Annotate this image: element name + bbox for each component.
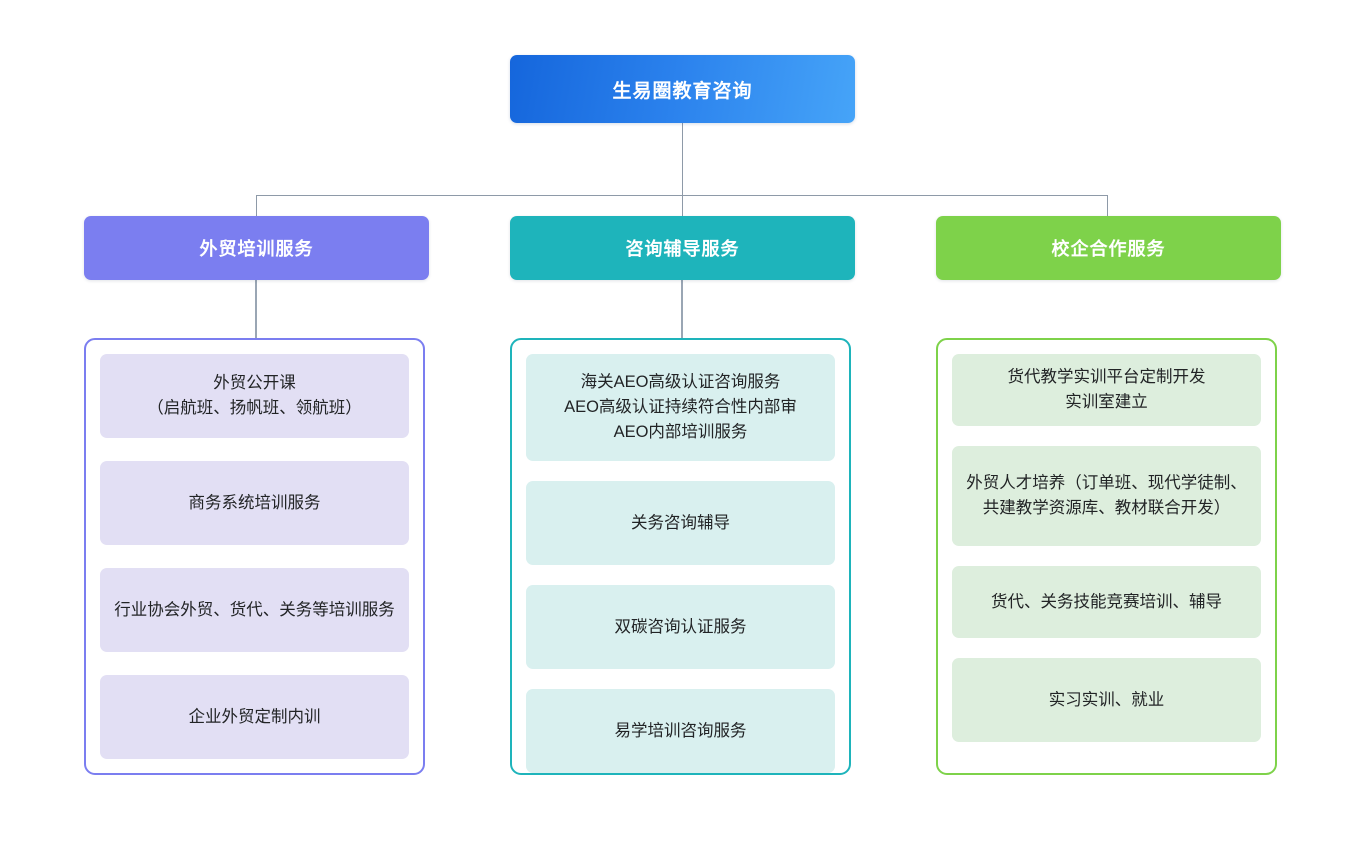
service-card[interactable]: 易学培训咨询服务 — [526, 689, 835, 773]
branch-header-3-label: 校企合作服务 — [1051, 239, 1166, 259]
connector-drop-branch-3 — [1107, 195, 1108, 217]
branch-column-2: 咨询辅导服务 — [510, 216, 855, 280]
service-card[interactable]: 货代教学实训平台定制开发 实训室建立 — [952, 354, 1261, 426]
branch-header-1-label: 外贸培训服务 — [199, 239, 314, 259]
service-card[interactable]: 企业外贸定制内训 — [100, 675, 409, 759]
connector-drop-branch-2 — [682, 195, 683, 217]
branch-panel-3: 货代教学实训平台定制开发 实训室建立 外贸人才培养（订单班、现代学徒制、共建教学… — [936, 338, 1277, 775]
connector-stub-branch-2 — [681, 280, 683, 338]
connector-drop-branch-1 — [256, 195, 257, 217]
service-card[interactable]: 外贸人才培养（订单班、现代学徒制、共建教学资源库、教材联合开发） — [952, 446, 1261, 546]
service-card[interactable]: 外贸公开课 （启航班、扬帆班、领航班） — [100, 354, 409, 438]
branch-panel-2: 海关AEO高级认证咨询服务 AEO高级认证持续符合性内部审 AEO内部培训服务 … — [510, 338, 851, 775]
service-card[interactable]: 货代、关务技能竞赛培训、辅导 — [952, 566, 1261, 638]
branch-panel-1: 外贸公开课 （启航班、扬帆班、领航班） 商务系统培训服务 行业协会外贸、货代、关… — [84, 338, 425, 775]
connector-horizontal-bus — [256, 195, 1107, 196]
service-card[interactable]: 双碳咨询认证服务 — [526, 585, 835, 669]
service-card[interactable]: 实习实训、就业 — [952, 658, 1261, 742]
branch-header-1[interactable]: 外贸培训服务 — [84, 216, 429, 280]
branch-header-2-label: 咨询辅导服务 — [625, 239, 740, 259]
root-node-label: 生易圈教育咨询 — [612, 80, 753, 102]
service-card[interactable]: 行业协会外贸、货代、关务等培训服务 — [100, 568, 409, 652]
branch-header-2[interactable]: 咨询辅导服务 — [510, 216, 855, 280]
connector-root-stem — [682, 123, 683, 195]
branch-header-3[interactable]: 校企合作服务 — [936, 216, 1281, 280]
branch-column-3: 校企合作服务 — [936, 216, 1281, 280]
connector-stub-branch-1 — [255, 280, 257, 338]
service-card[interactable]: 商务系统培训服务 — [100, 461, 409, 545]
root-node[interactable]: 生易圈教育咨询 — [510, 55, 855, 123]
branch-column-1: 外贸培训服务 — [84, 216, 429, 280]
service-card[interactable]: 海关AEO高级认证咨询服务 AEO高级认证持续符合性内部审 AEO内部培训服务 — [526, 354, 835, 461]
service-card[interactable]: 关务咨询辅导 — [526, 481, 835, 565]
